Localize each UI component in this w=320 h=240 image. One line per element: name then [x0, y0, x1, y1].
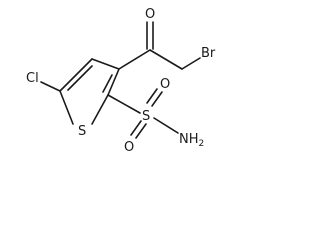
bond-c3-carbonyl	[118, 49, 151, 70]
bond-s1-c2	[91, 94, 109, 125]
bond-s-o-bottom	[135, 123, 147, 139]
atom-amine: NH2	[179, 132, 204, 149]
chemical-structure: O Br Cl S S O O NH2	[26, 7, 216, 155]
amine-subscript: 2	[199, 139, 205, 149]
bond-c4-c3	[91, 58, 120, 70]
atom-sulfur-ring: S	[78, 124, 86, 139]
thiophene-ring	[59, 58, 120, 125]
bond-c5-c4	[59, 58, 93, 92]
bond-s-nh2	[153, 117, 179, 134]
bond-s-o-bottom-2	[130, 120, 142, 136]
bond-s-o-top-2	[146, 88, 158, 104]
atom-sulfur-sulfonyl: S	[142, 109, 150, 124]
bond-c5-c4-inner	[67, 65, 93, 91]
atom-oxygen-sulfonyl-top: O	[160, 77, 170, 92]
bond-s1-c5	[59, 90, 74, 125]
atom-oxygen-carbonyl: O	[145, 7, 155, 22]
bond-carbonyl-ch2	[149, 49, 183, 70]
atom-chlorine: Cl	[26, 71, 39, 86]
bond-c3-c2-inner	[102, 74, 113, 93]
bond-c3-c2	[107, 68, 120, 96]
bond-c2-sulfonyl	[107, 94, 141, 114]
amine-nh-label: NH	[179, 132, 199, 147]
atom-bromine: Br	[201, 46, 216, 61]
atom-oxygen-sulfonyl-bottom: O	[124, 140, 134, 155]
bond-ch2-br	[181, 57, 201, 70]
bond-c5-cl	[40, 81, 61, 92]
bond-s-o-top	[151, 91, 163, 107]
